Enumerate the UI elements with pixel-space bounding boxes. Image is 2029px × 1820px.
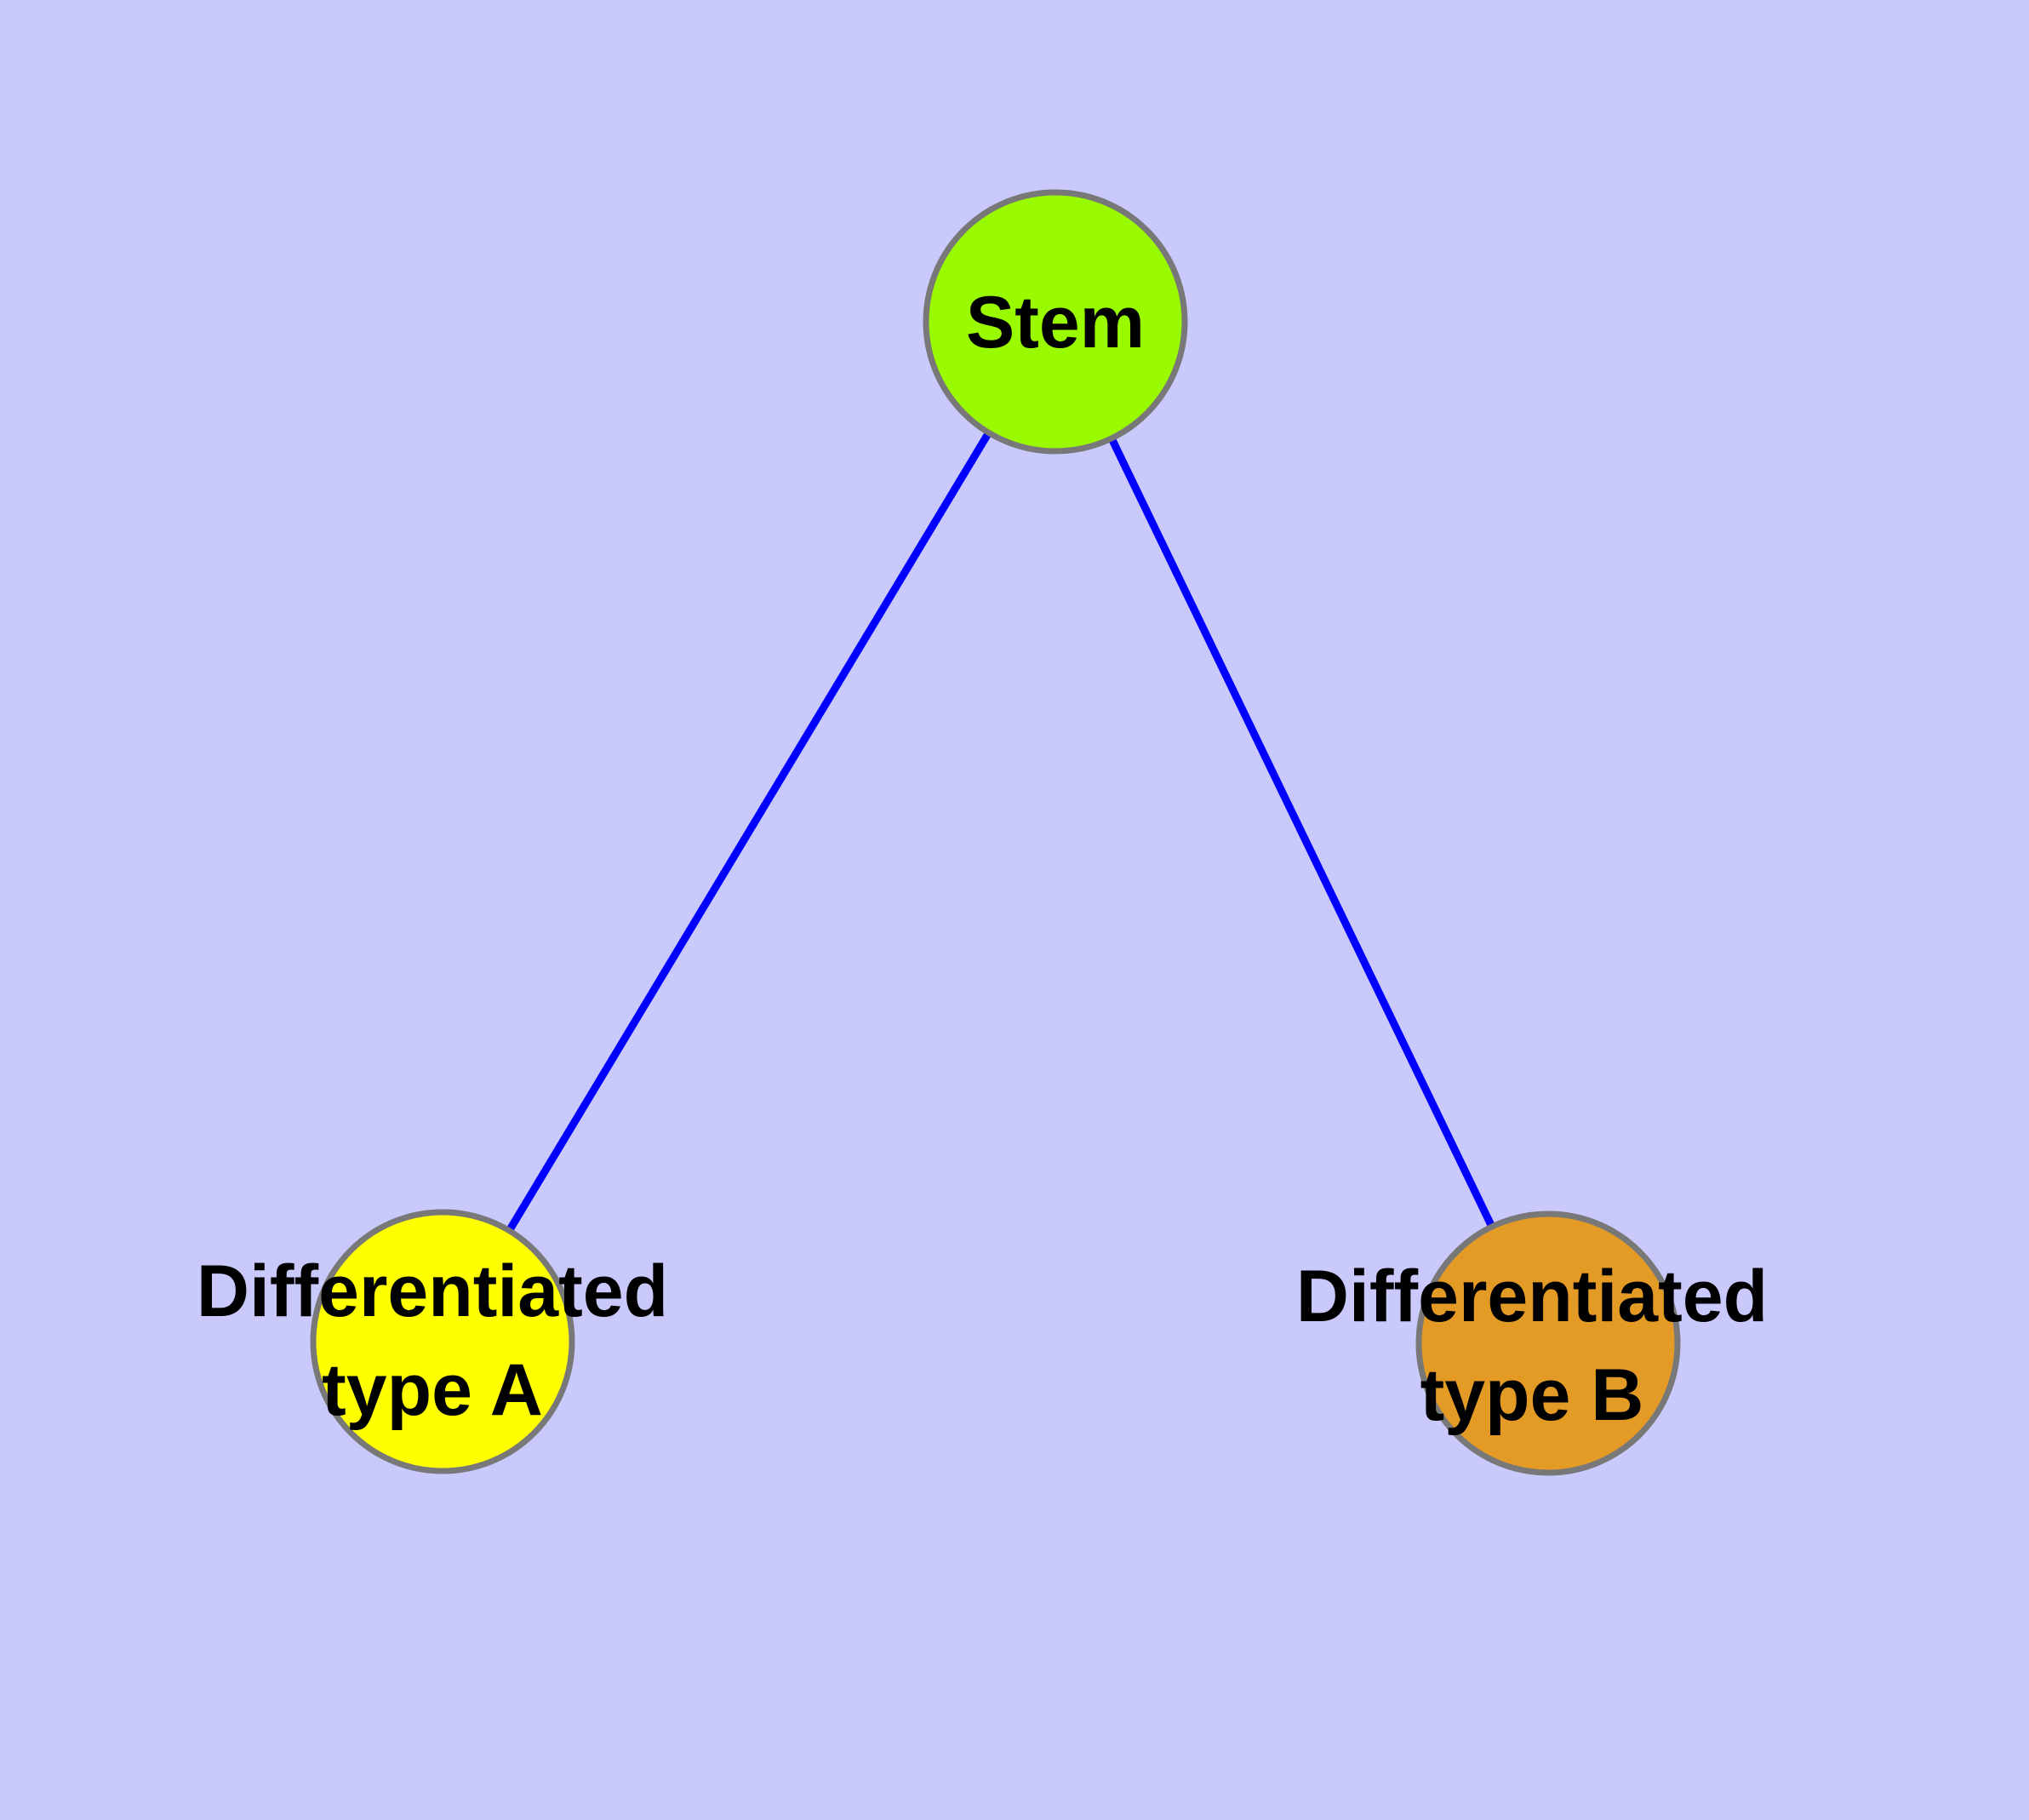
- node-type-a-label-line2: type A: [322, 1349, 543, 1431]
- node-type-b-label-line1: Differentiated: [1296, 1256, 1768, 1337]
- node-stem: [923, 189, 1188, 455]
- node-differentiated-type-a: [310, 1209, 575, 1474]
- node-differentiated-type-b: [1415, 1210, 1681, 1476]
- node-type-a-label-line1: Differentiated: [197, 1251, 668, 1332]
- node-type-b-label-line2: type B: [1420, 1354, 1644, 1436]
- edge-stem-to-type-b: [1051, 320, 1552, 1345]
- edge-stem-to-type-a: [439, 319, 1059, 1344]
- node-stem-label: Stem: [966, 282, 1145, 363]
